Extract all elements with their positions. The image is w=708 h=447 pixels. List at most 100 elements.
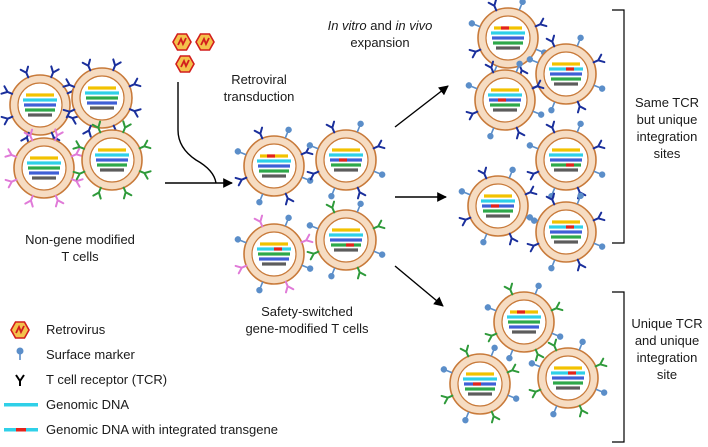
transgene-insert — [267, 154, 275, 158]
tcr-receptor — [503, 282, 514, 296]
dna-strand-green — [508, 320, 540, 324]
dna-strand-green — [28, 166, 60, 170]
dna-strand-green — [551, 235, 581, 239]
label-unique-tcr: Unique TCR and unique integration site — [628, 315, 706, 383]
tcr-receptor — [92, 186, 102, 200]
dna-strand-gray — [493, 108, 517, 112]
tcr-receptor — [458, 216, 472, 227]
dna-strand-blue — [550, 72, 582, 76]
dna-strand-gray — [32, 176, 56, 180]
legend-label-genomic-dna: Genomic DNA — [46, 397, 130, 412]
dna-strand-blue — [24, 103, 56, 107]
dna-strand-blue — [29, 171, 59, 175]
dna-strand-green — [25, 108, 55, 112]
surface-marker — [593, 170, 606, 178]
surface-marker — [548, 259, 556, 272]
surface-marker — [480, 233, 488, 246]
dna-strand-blue — [550, 158, 582, 162]
dna-strand-gray — [554, 240, 578, 244]
dna-strand-blue — [330, 238, 362, 242]
retrovirus-icon-3 — [175, 55, 195, 73]
transgene-insert — [566, 163, 574, 167]
surface-marker — [595, 388, 608, 396]
surface-marker — [548, 101, 556, 114]
tcr-receptor — [72, 140, 86, 150]
dna-strand-gray — [554, 82, 578, 86]
dna-strand-yellow — [88, 86, 116, 90]
surface-marker — [593, 84, 606, 92]
tcr-receptor — [128, 77, 142, 88]
surface-marker — [306, 142, 319, 150]
dna-strand-blue — [259, 257, 289, 261]
retrovirus-icon-1 — [172, 33, 192, 51]
cell-expansion-mid-1 — [526, 120, 606, 200]
label-expansion: In vitro and in vivo expansion — [302, 17, 458, 51]
surface-marker — [234, 148, 247, 156]
tcr-receptor — [62, 108, 76, 119]
dna-strand-green — [86, 96, 118, 100]
transgene-insert — [274, 247, 282, 251]
tcr-receptor — [81, 58, 92, 72]
tcr-receptor — [325, 200, 336, 214]
tcr-receptor — [253, 126, 264, 140]
bracket-same-tcr — [612, 9, 625, 244]
tcr-receptor — [122, 186, 133, 200]
tcr-receptor — [62, 78, 76, 88]
dna-strand-blue — [509, 325, 539, 329]
tcr-receptor — [484, 332, 498, 343]
label-safety-line2: gene-modified T cells — [245, 321, 369, 336]
cell-unique-3 — [528, 338, 608, 418]
tcr-receptor — [325, 120, 336, 134]
dna-strand-gray — [28, 113, 52, 117]
tcr-receptor — [306, 250, 320, 261]
surface-marker — [576, 120, 584, 133]
dna-strand-gray — [496, 46, 520, 50]
legend-label-genomic-dna-transgene: Genomic DNA with integrated transgene — [46, 422, 278, 437]
tcr-receptor — [372, 139, 386, 150]
label-retroviral-line1: Retroviral — [231, 72, 287, 87]
tcr-receptor — [91, 120, 102, 134]
transgene-insert — [517, 310, 525, 314]
tcr-receptor — [465, 110, 479, 121]
surface-marker — [526, 142, 539, 150]
label-same-tcr: Same TCR but unique integration sites — [628, 94, 706, 162]
dna-strand-cyan — [257, 159, 291, 163]
dna-strand-green — [259, 169, 289, 173]
tcr-receptor — [356, 186, 367, 200]
tcr-receptor — [547, 338, 558, 352]
surface-marker — [490, 344, 498, 357]
cell-unique-1 — [484, 282, 564, 362]
dna-strand-cyan — [329, 233, 363, 237]
dna-strand-gray — [100, 168, 124, 172]
tcr-receptor — [506, 363, 520, 374]
surface-marker — [550, 405, 558, 418]
surface-marker — [593, 242, 606, 250]
surface-marker — [440, 366, 453, 374]
label-same-tcr-line1: Same TCR — [634, 95, 700, 110]
surface-marker — [284, 214, 292, 227]
dna-strand-cyan — [463, 377, 497, 381]
tcr-receptor — [528, 388, 542, 399]
dna-strand-gray — [90, 106, 114, 110]
dna-strand-cyan — [549, 153, 583, 157]
surface-marker — [373, 250, 386, 258]
tcr-receptor — [526, 242, 540, 253]
label-unique-tcr-line3: integration — [636, 350, 698, 365]
tcr-receptor — [19, 65, 30, 79]
dna-strand-gray — [486, 214, 510, 218]
cell-safety-3 — [234, 214, 314, 294]
tcr-receptor — [24, 194, 34, 208]
label-unique-tcr-line4: site — [656, 367, 678, 382]
dna-strand-yellow — [552, 148, 580, 152]
tcr-receptor — [356, 266, 367, 280]
tcr-receptor — [576, 100, 587, 114]
tcr-receptor — [545, 34, 556, 48]
surface-marker — [506, 349, 514, 362]
tcr-receptor — [484, 60, 495, 74]
cell-expansion-mid-2 — [458, 166, 538, 246]
tcr-receptor — [531, 79, 545, 90]
tcr-receptor — [138, 170, 152, 180]
surface-marker — [508, 166, 516, 179]
label-retroviral-line2: transduction — [223, 89, 295, 104]
dna-strand-yellow — [466, 372, 494, 376]
